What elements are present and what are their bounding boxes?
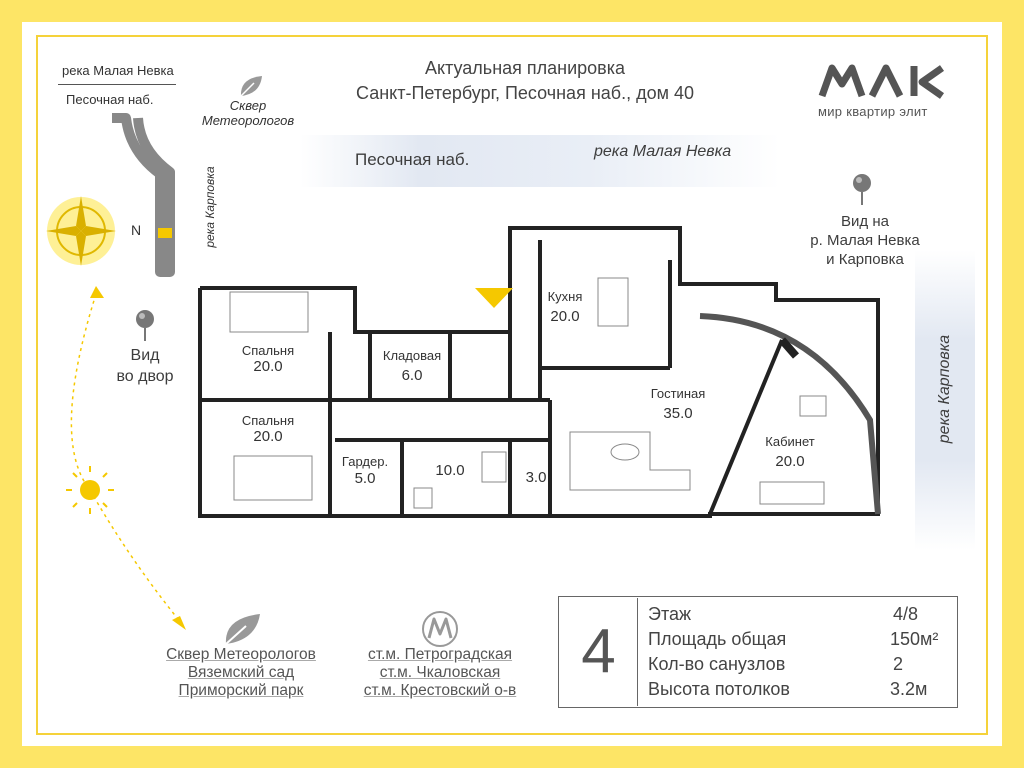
view-river-line-1: Вид на <box>841 213 889 230</box>
spec-row: Высота потолков 3.2м <box>648 679 948 704</box>
floor-number: 4 <box>560 598 638 706</box>
view-river-line-3: и Карповка <box>826 251 904 268</box>
river-band <box>300 135 780 187</box>
company-logo-icon <box>818 64 945 99</box>
river-top-label: река Малая Невка <box>594 143 732 160</box>
room-area-bedroom-1: 20.0 <box>253 358 283 375</box>
page-title: Актуальная планировка Санкт-Петербург, П… <box>300 56 750 106</box>
logo-text: мир квартир элит <box>818 104 928 119</box>
metro-item: ст.м. Крестовский о-в <box>363 682 517 699</box>
room-area-wc: 3.0 <box>525 469 547 486</box>
room-area-bedroom-2: 20.0 <box>253 428 283 445</box>
sun-path-icon <box>66 286 186 630</box>
parks-list: Сквер Метеорологов Вяземский сад Приморс… <box>130 646 352 700</box>
metro-item: ст.м. Петроградская <box>367 646 513 663</box>
location-pin-icon <box>136 310 154 341</box>
title-line-1: Актуальная планировка <box>424 58 626 78</box>
park-item: Вяземский сад <box>187 664 295 681</box>
room-area-wardrobe: 5.0 <box>354 470 376 487</box>
view-yard-line-1: Вид <box>130 347 160 364</box>
spec-row: Этаж 4/8 <box>648 604 948 629</box>
square-label-line-2: Метеорологов <box>201 113 295 128</box>
metro-item: ст.м. Чкаловская <box>379 664 501 681</box>
specs-box <box>558 596 958 708</box>
spec-row: Кол-во санузлов 2 <box>648 654 948 679</box>
minimap-divider <box>58 84 176 85</box>
minimap-square-label: Сквер Метеорологов <box>198 98 298 128</box>
minimap-embankment-label: Песочная наб. <box>66 92 154 107</box>
room-name-kitchen: Кухня <box>547 289 583 304</box>
compass-icon <box>46 196 116 266</box>
view-river-line-2: р. Малая Невка <box>810 232 920 249</box>
room-name-storage: Кладовая <box>382 348 442 363</box>
view-river-label: Вид на р. Малая Невка и Карповка <box>790 212 940 269</box>
spec-label: Площадь общая <box>648 629 787 649</box>
leaf-icon <box>225 614 260 645</box>
room-name-living: Гостиная <box>650 386 706 401</box>
metro-icon <box>422 611 458 647</box>
view-yard-line-2: во двор <box>116 368 174 385</box>
room-area-bathroom: 10.0 <box>435 462 465 479</box>
park-item: Сквер Метеорологов <box>166 646 316 663</box>
room-name-study: Кабинет <box>765 434 815 449</box>
spec-value: 4/8 <box>893 604 919 624</box>
location-pin-icon <box>853 174 871 205</box>
room-name-wardrobe: Гардер. <box>341 454 389 469</box>
title-line-2: Санкт-Петербург, Песочная наб., дом 40 <box>356 83 694 103</box>
north-label: N <box>131 222 142 238</box>
river-right-label: река Карповка <box>936 334 953 444</box>
leaf-icon <box>240 76 262 97</box>
minimap-building-icon <box>112 113 175 277</box>
room-area-kitchen: 20.0 <box>550 308 580 325</box>
room-name-bedroom-1: Спальня <box>241 343 295 358</box>
spec-label: Кол-во санузлов <box>648 654 786 674</box>
view-yard-label: Вид во двор <box>100 345 190 387</box>
room-area-study: 20.0 <box>775 453 805 470</box>
metro-list: ст.м. Петроградская ст.м. Чкаловская ст.… <box>330 646 550 700</box>
spec-value: 150м² <box>890 629 939 649</box>
minimap-river-label: река Малая Невка <box>62 63 174 78</box>
street-label: Песочная наб. <box>355 150 470 169</box>
spec-label: Высота потолков <box>648 679 790 699</box>
inner-frame <box>36 35 988 735</box>
spec-label: Этаж <box>648 604 692 624</box>
park-item: Приморский парк <box>178 682 304 699</box>
spec-value: 2 <box>893 654 904 674</box>
room-name-bedroom-2: Спальня <box>241 413 295 428</box>
spec-row: Площадь общая 150м² <box>648 629 948 654</box>
room-area-living: 35.0 <box>663 405 693 422</box>
specs-table: Этаж 4/8 Площадь общая 150м² Кол-во сану… <box>648 604 948 704</box>
floor-plan <box>198 226 881 518</box>
room-area-storage: 6.0 <box>401 367 423 384</box>
river-right-band <box>915 250 975 550</box>
spec-value: 3.2м <box>890 679 928 699</box>
square-label-line-1: Сквер <box>229 98 267 113</box>
